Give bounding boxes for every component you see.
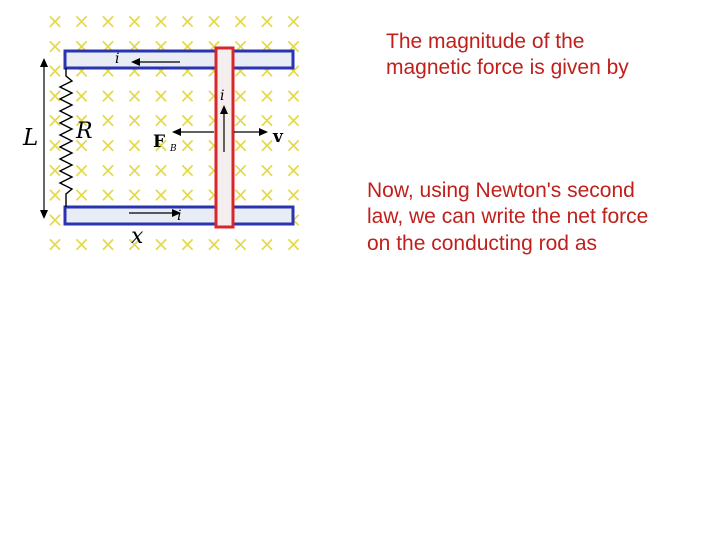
field-cross-icon: × <box>285 232 302 256</box>
field-cross-icon: × <box>47 183 64 207</box>
field-cross-icon: × <box>153 83 170 107</box>
resistance-label: R <box>75 119 93 144</box>
text-line: magnetic force is given by <box>386 56 629 80</box>
force-subscript: B <box>169 144 177 154</box>
field-cross-icon: × <box>73 9 90 33</box>
field-cross-icon: × <box>285 83 302 107</box>
field-cross-icon: × <box>100 83 117 107</box>
force-label: F <box>153 132 165 152</box>
field-cross-icon: × <box>47 9 64 33</box>
field-cross-icon: × <box>232 158 249 182</box>
field-cross-icon: × <box>259 232 276 256</box>
force-arrow <box>172 128 214 136</box>
field-cross-icon: × <box>126 108 143 132</box>
field-cross-icon: × <box>259 83 276 107</box>
bottom-rail <box>63 205 295 226</box>
field-cross-icon: × <box>73 183 90 207</box>
field-cross-icon: × <box>100 183 117 207</box>
field-cross-icon: × <box>153 9 170 33</box>
field-cross-icon: × <box>153 183 170 207</box>
field-cross-icon: × <box>73 108 90 132</box>
field-cross-icon: × <box>179 133 196 157</box>
field-cross-icon: × <box>285 158 302 182</box>
field-cross-icon: × <box>179 232 196 256</box>
field-cross-icon: × <box>179 108 196 132</box>
field-cross-icon: × <box>100 158 117 182</box>
velocity-arrow <box>234 128 268 136</box>
field-cross-icon: × <box>179 9 196 33</box>
current-label-rod: i <box>220 88 224 104</box>
text-line: law, we can write the net force <box>367 205 649 229</box>
field-cross-icon: × <box>47 83 64 107</box>
top-rail <box>63 49 295 70</box>
field-cross-icon: × <box>73 83 90 107</box>
current-arrow-bottom <box>129 209 181 217</box>
field-cross-icon: × <box>285 108 302 132</box>
field-cross-icon: × <box>47 108 64 132</box>
field-cross-icon: × <box>232 83 249 107</box>
field-cross-icon: × <box>232 108 249 132</box>
velocity-label: v <box>272 127 284 147</box>
field-cross-icon: × <box>232 232 249 256</box>
field-cross-icon: × <box>259 183 276 207</box>
field-cross-icon: × <box>232 183 249 207</box>
current-arrow-rod <box>220 105 228 152</box>
field-cross-icon: × <box>285 9 302 33</box>
length-label: L <box>22 125 38 151</box>
field-cross-icon: × <box>73 232 90 256</box>
field-cross-icon: × <box>47 232 64 256</box>
field-cross-icon: × <box>73 158 90 182</box>
field-cross-icon: × <box>259 108 276 132</box>
field-cross-icon: × <box>73 133 90 157</box>
field-cross-icon: × <box>47 34 64 58</box>
field-cross-icon: × <box>100 133 117 157</box>
field-cross-icon: × <box>179 183 196 207</box>
field-cross-icon: × <box>153 133 170 157</box>
field-cross-icon: × <box>179 158 196 182</box>
displacement-label: x <box>131 224 144 249</box>
field-cross-icon: × <box>179 83 196 107</box>
field-cross-icon: × <box>47 133 64 157</box>
field-cross-icon: × <box>206 9 223 33</box>
text-line: on the conducting rod as <box>367 231 597 255</box>
field-cross-icon: × <box>153 232 170 256</box>
resistor <box>58 68 74 207</box>
field-cross-icon: × <box>100 232 117 256</box>
field-cross-icon: × <box>232 9 249 33</box>
newton-second-law-text: Now, using Newton's second law, we can w… <box>367 178 648 257</box>
field-cross-icon: × <box>126 158 143 182</box>
field-cross-icon: × <box>126 83 143 107</box>
field-cross-icon: × <box>206 232 223 256</box>
field-cross-icon: × <box>259 9 276 33</box>
text-line: Now, using Newton's second <box>367 179 635 202</box>
field-cross-icon: × <box>285 133 302 157</box>
field-cross-icon: × <box>232 133 249 157</box>
field-cross-icon: × <box>285 183 302 207</box>
field-cross-icon: × <box>47 158 64 182</box>
field-cross-icon: × <box>126 9 143 33</box>
field-cross-icon: × <box>126 183 143 207</box>
current-label-bottom: i <box>177 208 181 224</box>
current-arrow-top <box>131 58 180 66</box>
field-cross-icon: × <box>100 9 117 33</box>
text-line: The magnitude of the <box>386 30 585 53</box>
field-cross-icon: × <box>126 232 143 256</box>
field-cross-icon: × <box>259 133 276 157</box>
current-label-top: i <box>115 51 119 67</box>
length-arrow <box>40 58 48 219</box>
field-cross-icon: × <box>259 158 276 182</box>
field-cross-icon: × <box>153 158 170 182</box>
field-cross-icon: × <box>47 59 64 83</box>
field-cross-icon: × <box>126 133 143 157</box>
field-cross-icon: × <box>153 108 170 132</box>
force-magnitude-text: The magnitude of the magnetic force is g… <box>386 29 629 82</box>
field-cross-icon: × <box>47 207 64 231</box>
field-cross-icon: × <box>100 108 117 132</box>
